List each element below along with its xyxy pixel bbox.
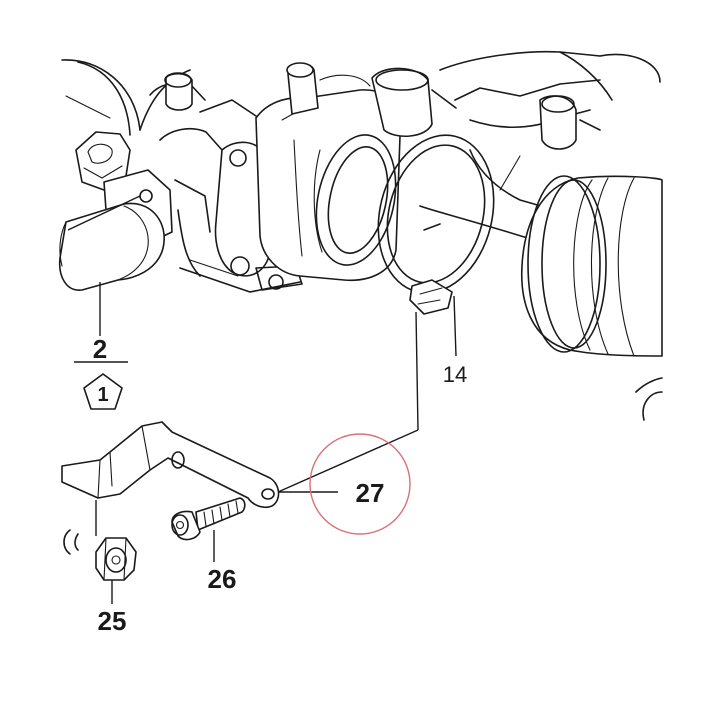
hose-clamp-part-14 [409, 205, 535, 315]
callout-part-2: 2 [93, 334, 107, 364]
leader-part-2-to-sensor [67, 195, 141, 231]
highlight-circle-part-27 [309, 433, 411, 535]
callout-part-26: 26 [208, 564, 237, 594]
engine-block-right [439, 50, 661, 209]
sensor-part-2 [58, 131, 173, 291]
leader-part-27-diagonal [277, 429, 419, 493]
leader-part-27-vertical [415, 311, 419, 431]
callout-part-25: 25 [98, 606, 127, 636]
leader-lines [67, 195, 457, 604]
callout-part-27: 27 [356, 478, 385, 508]
bolt-part-26 [171, 497, 246, 541]
leader-part-14 [453, 295, 457, 357]
bracket-part-27 [61, 421, 280, 509]
thermostat-housing [149, 62, 457, 293]
nut-part-25 [63, 529, 137, 581]
coolant-hose [520, 175, 663, 421]
assembly-badge: 1 [83, 373, 123, 410]
callout-part-14: 14 [443, 362, 467, 387]
badge-label: 1 [97, 384, 108, 406]
